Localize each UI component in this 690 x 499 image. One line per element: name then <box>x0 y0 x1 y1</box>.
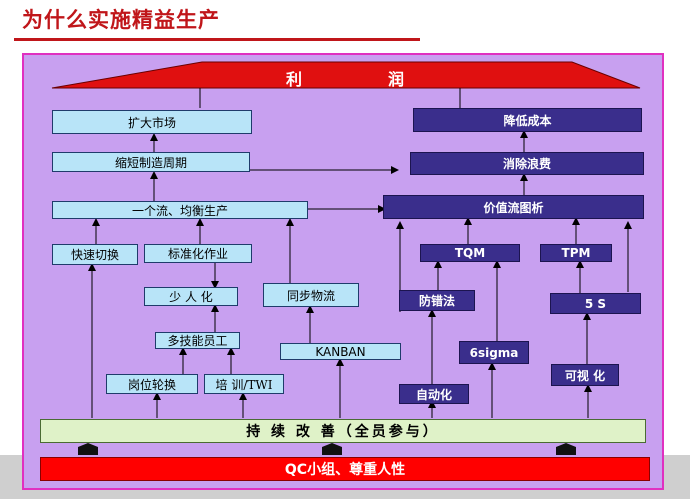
kanban-box: KANBAN <box>280 343 401 360</box>
roof-label-right: 润 <box>388 70 405 89</box>
pillar-cap-right <box>556 443 576 455</box>
page-title: 为什么实施精益生产 <box>22 8 220 32</box>
pillar-cap-left <box>78 443 98 455</box>
visual-management-box: 可视 化 <box>551 364 619 386</box>
one-piece-flow-box: 一个流、均衡生产 <box>52 201 308 219</box>
continuous-improvement-bar: 持 续 改 善（全员参与） <box>40 419 646 443</box>
automation-box: 自动化 <box>399 384 469 404</box>
tqm-box: TQM <box>420 244 520 262</box>
value-stream-mapping-box: 价值流图析 <box>383 195 644 219</box>
multi-skill-box: 多技能员工 <box>155 332 240 349</box>
quick-changeover-box: 快速切换 <box>52 244 138 265</box>
sync-logistics-box: 同步物流 <box>263 283 359 307</box>
eliminate-waste-box: 消除浪费 <box>410 152 644 175</box>
expand-market-box: 扩大市场 <box>52 110 252 134</box>
roof-label-left: 利 <box>286 70 303 89</box>
profit-roof <box>51 61 641 89</box>
cost-reduction-box: 降低成本 <box>413 108 642 132</box>
few-people-box: 少 人 化 <box>144 287 238 306</box>
five-s-box: 5 S <box>550 293 641 314</box>
training-box: 培 训/TWI <box>204 374 284 394</box>
shorten-cycle-box: 缩短制造周期 <box>52 152 250 172</box>
job-rotation-box: 岗位轮换 <box>106 374 198 394</box>
qc-circle-bar: QC小组、尊重人性 <box>40 457 650 481</box>
poka-yoke-box: 防错法 <box>399 290 475 311</box>
tpm-box: TPM <box>540 244 612 262</box>
six-sigma-box: 6sigma <box>459 341 529 364</box>
pillar-cap-mid <box>322 443 342 455</box>
title-underline <box>14 38 420 41</box>
standard-work-box: 标准化作业 <box>144 244 252 263</box>
